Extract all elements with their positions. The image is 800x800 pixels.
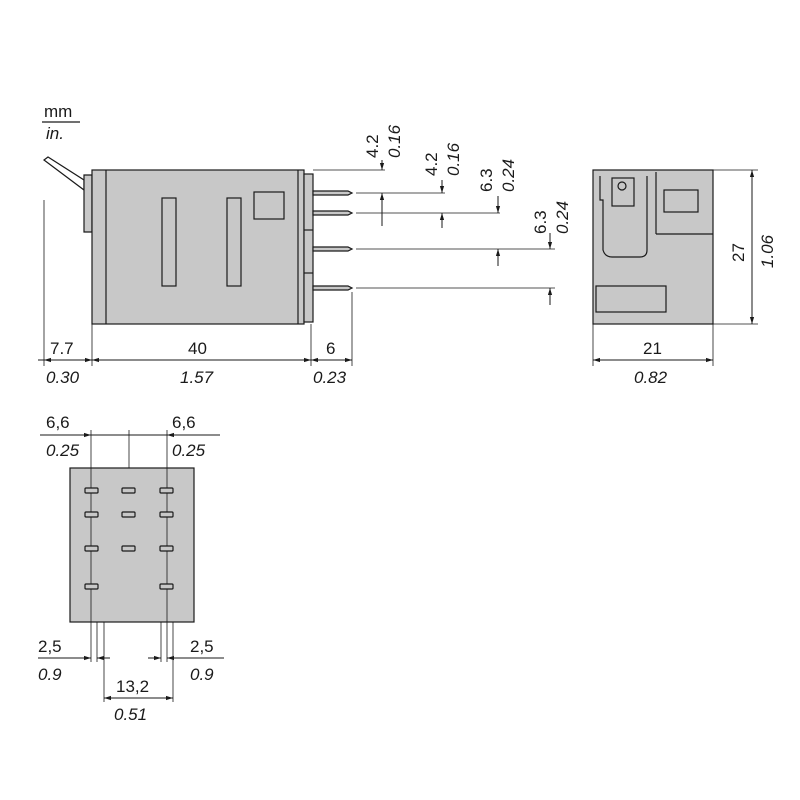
svg-text:0.23: 0.23 xyxy=(313,368,347,387)
end-window xyxy=(663,189,699,213)
dim-pin-bottom-left: 2,5 0.9 xyxy=(38,637,62,684)
svg-text:0.25: 0.25 xyxy=(46,441,80,460)
svg-text:1.57: 1.57 xyxy=(180,368,214,387)
svg-text:2,5: 2,5 xyxy=(38,637,62,656)
svg-text:0.51: 0.51 xyxy=(114,705,147,724)
side-window xyxy=(253,191,285,220)
pin-view: 6,6 0.25 6,6 0.25 2,5 0.9 2,5 0.9 13,2 0… xyxy=(38,413,224,724)
svg-text:7.7: 7.7 xyxy=(50,339,74,358)
dim-pin-top-left: 6,6 0.25 xyxy=(46,413,80,460)
pin-slot xyxy=(84,511,99,518)
pin-slot xyxy=(159,583,174,590)
pin-4 xyxy=(312,285,354,291)
lever-mount xyxy=(83,174,93,233)
dim-end-width: 21 0.82 xyxy=(634,339,668,387)
pin-slot xyxy=(84,583,99,590)
svg-text:21: 21 xyxy=(643,339,662,358)
svg-text:0.16: 0.16 xyxy=(385,124,404,158)
side-pins xyxy=(312,190,354,291)
pin-1 xyxy=(312,190,354,196)
svg-text:0.24: 0.24 xyxy=(553,201,572,234)
unit-mm-label: mm xyxy=(44,102,72,121)
svg-text:0.9: 0.9 xyxy=(38,665,62,684)
dim-pin-top-right: 6,6 0.25 xyxy=(172,413,206,460)
pin-slot xyxy=(121,511,136,518)
dim-body-length: 40 1.57 xyxy=(180,339,214,387)
svg-text:2,5: 2,5 xyxy=(190,637,214,656)
pin-3 xyxy=(312,246,354,252)
test-button-dot xyxy=(617,181,627,191)
svg-text:6.3: 6.3 xyxy=(531,210,550,234)
svg-text:0.9: 0.9 xyxy=(190,665,214,684)
svg-text:6: 6 xyxy=(326,339,335,358)
svg-text:27: 27 xyxy=(729,243,748,262)
dim-end-height: 27 xyxy=(729,243,748,262)
dim-pin-length: 6 0.23 xyxy=(313,339,347,387)
pin-slot xyxy=(84,545,99,552)
pin-slot xyxy=(121,545,136,552)
dim-pitch-1: 4.2 0.16 xyxy=(363,124,404,158)
pin-2 xyxy=(312,210,354,216)
svg-text:0.82: 0.82 xyxy=(634,368,668,387)
dim-pitch-2: 4.2 0.16 xyxy=(422,142,463,176)
svg-text:4.2: 4.2 xyxy=(422,152,441,176)
dim-pin-span: 13,2 0.51 xyxy=(114,677,149,724)
svg-text:6.3: 6.3 xyxy=(477,168,496,192)
dim-end-height-in: 1.06 xyxy=(758,234,777,268)
svg-text:0.16: 0.16 xyxy=(444,142,463,176)
indicator-flag xyxy=(595,285,667,313)
pin-grid xyxy=(84,487,174,590)
side-slot-right xyxy=(226,197,242,287)
dim-left-offset: 7.7 0.30 xyxy=(46,339,80,387)
svg-text:0.25: 0.25 xyxy=(172,441,206,460)
dim-pitch-3: 6.3 0.24 xyxy=(477,159,518,192)
svg-text:1.06: 1.06 xyxy=(758,234,777,268)
units-legend: mm in. xyxy=(42,102,80,143)
pin-slot xyxy=(159,545,174,552)
svg-text:6,6: 6,6 xyxy=(172,413,196,432)
svg-text:4.2: 4.2 xyxy=(363,134,382,158)
svg-text:40: 40 xyxy=(188,339,207,358)
dim-pitch-4: 6.3 0.24 xyxy=(531,201,572,234)
side-slot-left xyxy=(161,197,177,287)
side-view: 4.2 0.16 4.2 0.16 6.3 0.24 6.3 0.24 7.7 … xyxy=(38,124,572,387)
unit-in-label: in. xyxy=(46,124,64,143)
svg-text:13,2: 13,2 xyxy=(116,677,149,696)
relay-base xyxy=(303,173,314,323)
svg-text:0.24: 0.24 xyxy=(499,159,518,192)
dim-pin-bottom-right: 2,5 0.9 xyxy=(190,637,214,684)
test-button xyxy=(599,176,648,258)
pin-slot xyxy=(84,487,99,494)
svg-text:0.30: 0.30 xyxy=(46,368,80,387)
svg-text:6,6: 6,6 xyxy=(46,413,70,432)
pin-slot xyxy=(159,511,174,518)
pin-slot xyxy=(159,487,174,494)
pin-slot xyxy=(121,487,136,494)
end-view: 21 0.82 27 1.06 xyxy=(592,169,777,387)
release-lever xyxy=(43,156,85,192)
